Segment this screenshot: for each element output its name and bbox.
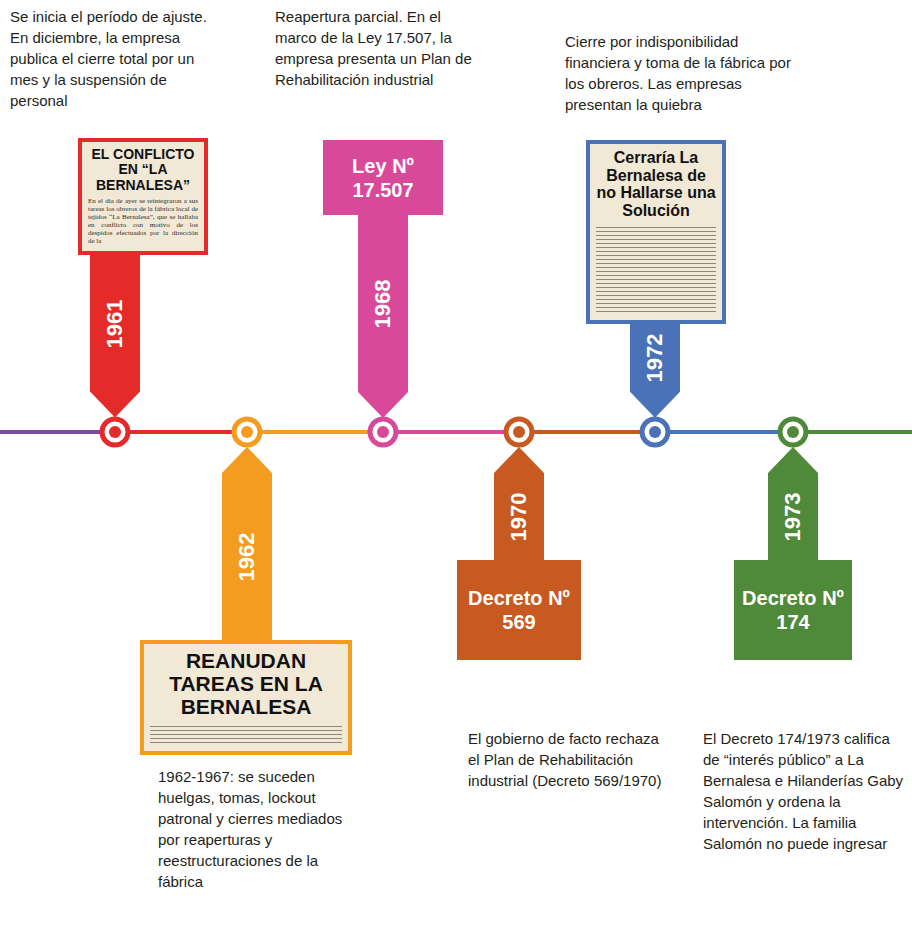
timeline-marker bbox=[506, 419, 532, 445]
newspaper-clipping: EL CONFLICTO EN “LA BERNALESA”En el día … bbox=[78, 138, 208, 255]
timeline-flag: Ley Nº 17.507 1968 bbox=[323, 140, 443, 418]
axis-segment bbox=[0, 430, 100, 434]
clipping-headline: REANUDAN TAREAS EN LA BERNALESA bbox=[150, 649, 342, 718]
flag-outline bbox=[734, 447, 852, 660]
newspaper-clipping: REANUDAN TAREAS EN LA BERNALESA bbox=[140, 640, 352, 755]
clipping-body: En el día de ayer se reintegraron a sus … bbox=[88, 197, 198, 245]
timeline-marker-dot bbox=[241, 426, 253, 438]
newsprint-lines bbox=[150, 723, 342, 745]
newspaper-clipping: Cerraría La Bernalesa de no Hallarse una… bbox=[586, 140, 726, 324]
year-label: 1973 bbox=[782, 492, 804, 541]
year-label: 1972 bbox=[644, 334, 666, 383]
year-label: 1961 bbox=[104, 299, 126, 348]
timeline-marker-dot bbox=[787, 426, 799, 438]
timeline-flag: 1970Decreto Nº 569 bbox=[457, 447, 581, 660]
event-description: 1962-1967: se suceden huelgas, tomas, lo… bbox=[158, 766, 358, 892]
flag-outline bbox=[323, 140, 443, 418]
timeline-marker-dot bbox=[377, 426, 389, 438]
year-label: 1970 bbox=[508, 492, 530, 541]
flag-outline bbox=[90, 255, 140, 418]
event-description: Se inicia el período de ajuste. En dicie… bbox=[10, 6, 210, 111]
flag-outline bbox=[630, 324, 680, 418]
timeline-marker bbox=[102, 419, 128, 445]
event-description: Cierre por indisponibilidad financiera y… bbox=[565, 31, 800, 115]
timeline-flag: 1962 bbox=[222, 447, 272, 640]
clipping-headline: EL CONFLICTO EN “LA BERNALESA” bbox=[88, 147, 198, 193]
timeline-marker bbox=[780, 419, 806, 445]
year-label: 1962 bbox=[236, 532, 258, 581]
document-label: Decreto Nº 174 bbox=[734, 586, 852, 634]
timeline-flag: 1961 bbox=[90, 255, 140, 418]
event-description: Reapertura parcial. En el marco de la Le… bbox=[275, 6, 485, 90]
clipping-headline: Cerraría La Bernalesa de no Hallarse una… bbox=[596, 149, 716, 219]
timeline-marker-dot bbox=[109, 426, 121, 438]
year-label: 1968 bbox=[372, 279, 394, 328]
timeline-marker bbox=[234, 419, 260, 445]
flag-outline bbox=[222, 447, 272, 640]
event-description: El Decreto 174/1973 califica de “interés… bbox=[703, 728, 907, 854]
document-label: Ley Nº 17.507 bbox=[323, 154, 443, 202]
timeline-marker bbox=[642, 419, 668, 445]
timeline-flag: 1973Decreto Nº 174 bbox=[734, 447, 852, 660]
newsprint-lines bbox=[596, 224, 716, 314]
timeline-marker-dot bbox=[649, 426, 661, 438]
document-label: Decreto Nº 569 bbox=[457, 586, 581, 634]
timeline-flag: 1972 bbox=[630, 324, 680, 418]
flag-outline bbox=[457, 447, 581, 660]
timeline-marker bbox=[370, 419, 396, 445]
timeline-marker-dot bbox=[513, 426, 525, 438]
event-description: El gobierno de facto rechaza el Plan de … bbox=[468, 728, 663, 791]
